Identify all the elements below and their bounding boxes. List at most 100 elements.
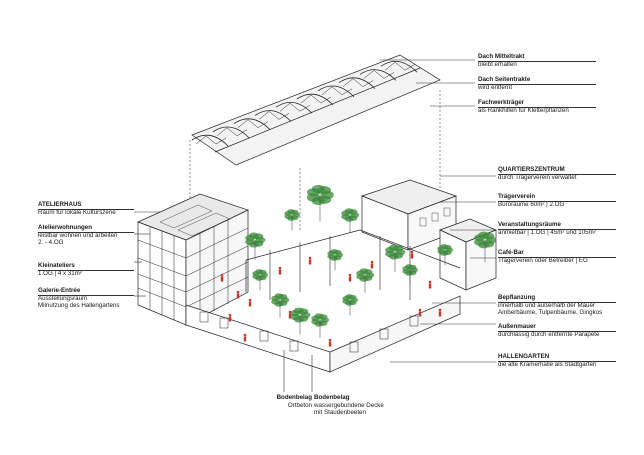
person-head (308, 256, 312, 260)
label-title: Fachwerkträger (478, 99, 525, 106)
foliage (443, 244, 452, 250)
foliage (483, 232, 495, 240)
truss (317, 85, 355, 98)
person-head (243, 333, 247, 337)
truss-web (342, 78, 374, 87)
foliage (317, 186, 332, 195)
person-body (410, 253, 414, 259)
label-traegerverein: Trägerverein Büroräume 60m² | 2.OG (498, 193, 564, 208)
atelierhaus-building (137, 193, 249, 326)
rule (38, 209, 134, 210)
person-body (348, 276, 352, 282)
rule (498, 229, 616, 230)
truss (275, 102, 313, 114)
people-figures (220, 250, 442, 347)
label-sub: Trägerverein oder Betreiber | EG (498, 256, 588, 264)
truss (296, 93, 334, 106)
truss-web (300, 94, 332, 104)
label-atelierwohnungen: Atelierwohnungen leistbar wohnen und arb… (38, 224, 117, 247)
label-fachwerktraeger: Fachwerkträger als Rankhilfen für Klette… (478, 99, 569, 114)
label-sub: Ortbeton (287, 401, 312, 409)
label-sub: leistbar wohnen und arbeiten (38, 231, 118, 239)
label-title: Bodenbelag (314, 394, 350, 401)
rule (498, 257, 616, 258)
label-title: Trägerverein (498, 193, 536, 200)
truss-web (195, 135, 227, 145)
label-dach-seitentrakte: Dach Seitentrakte wird entfernt (478, 76, 530, 91)
person-head (288, 310, 292, 314)
person-head (348, 273, 352, 277)
truss (233, 118, 271, 130)
label-title: Bepflanzung (498, 294, 536, 301)
person-body (236, 293, 240, 299)
rule (478, 107, 596, 108)
label-kleinateliers: Kleinateliers 1.OG | 4 x 31m² (38, 262, 82, 277)
person-body (370, 263, 374, 269)
label-atelierhaus: ATELIERHAUS Raum für lokale Kulturszene (38, 201, 116, 216)
truss-web (384, 61, 416, 71)
label-sub: durchlässig durch entfernte Parapete (498, 330, 600, 338)
foliage (348, 294, 357, 300)
foliage (318, 314, 328, 320)
person-head (438, 308, 442, 312)
label-bodenbelag-decke: Bodenbelag wassergebundene Decke mit Sta… (314, 394, 384, 417)
rule (498, 201, 616, 202)
label-sub: wird entfernt (478, 83, 513, 91)
label-title: Bodenbelag (276, 394, 312, 401)
plantings (245, 184, 497, 338)
label-title: Atelierwohnungen (38, 224, 92, 231)
foliage (348, 209, 358, 215)
label-sub: die alte Kramerhalle als Stadtgarten (498, 360, 597, 368)
foliage (298, 308, 309, 315)
leader-lines (134, 59, 496, 392)
quartierszentrum-building (360, 179, 497, 291)
label-veranstaltungsraeume: Veranstaltungsräume anmietbar | 1.OG | 4… (498, 221, 596, 236)
person-body (243, 336, 247, 342)
label-title: Dach Mitteltrakt (478, 53, 525, 60)
foliage (333, 249, 342, 255)
label-title: Galerie-Entrée (38, 287, 81, 294)
rule (38, 232, 134, 233)
rule (498, 174, 616, 175)
rule (498, 331, 616, 332)
person-head (328, 338, 332, 342)
truss (338, 77, 376, 89)
truss-web (258, 111, 290, 120)
label-sub: Büroräume 60m² | 2.OG (498, 200, 565, 208)
truss-web (363, 70, 395, 79)
person-head (370, 260, 374, 264)
person-head (410, 250, 414, 254)
person-head (278, 266, 282, 270)
person-body (220, 276, 224, 282)
person-body (278, 269, 282, 275)
label-quartierszentrum: QUARTIERSZENTRUM durch Trägerverein verw… (498, 166, 576, 181)
label-sub: als Rankhilfen für Kletterpflanzen (478, 106, 569, 114)
label-sub2: Milnutzung des Hallengartens (38, 302, 120, 310)
truss (212, 126, 250, 139)
foliage (408, 264, 417, 270)
person-body (438, 311, 442, 317)
label-title: Außenmauer (498, 323, 536, 330)
person-body (418, 311, 422, 317)
person-head (248, 298, 252, 302)
label-title: QUARTIERSZENTRUM (498, 166, 565, 173)
person-head (236, 290, 240, 294)
truss-web (321, 86, 353, 96)
label-aussenmauer: Außenmauer durchlässig durch entfernte P… (498, 323, 599, 338)
label-sub: innerhalb und außerhalb der Mauer (498, 301, 595, 309)
foliage (290, 209, 299, 215)
truss-web (279, 102, 311, 112)
truss (191, 134, 229, 147)
rule (38, 270, 134, 271)
foliage (258, 269, 267, 275)
label-sub: wassergebundene Decke (314, 401, 384, 409)
person-body (248, 301, 252, 307)
truss-web (237, 119, 269, 128)
label-hallengarten: HALLENGARTEN die alte Kramerhalle als St… (498, 353, 596, 368)
label-sub2: mit Staudenbeeten (314, 409, 366, 417)
person-head (220, 273, 224, 277)
person-body (328, 341, 332, 347)
label-title: Veranstaltungsräume (498, 221, 561, 228)
truss (359, 69, 397, 81)
